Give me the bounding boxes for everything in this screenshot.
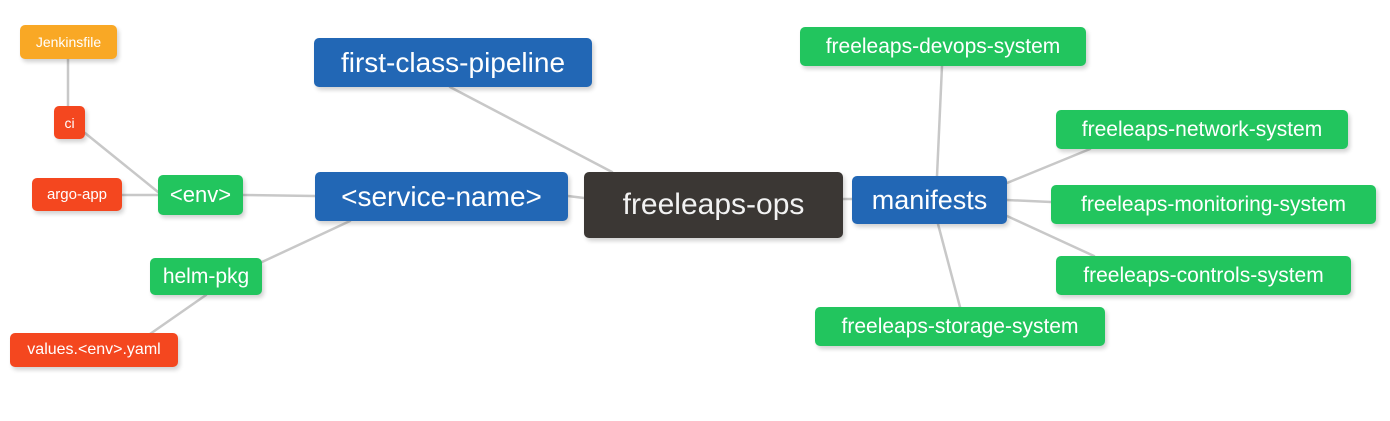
node-label-first-class-pipeline: first-class-pipeline (340, 46, 566, 78)
node-label-freeleaps-devops-system: freeleaps-devops-system (825, 35, 1061, 58)
node-label-freeleaps-monitoring-system: freeleaps-monitoring-system (1081, 193, 1346, 216)
edge-manifests-to-freeleaps-devops-system (935, 64, 944, 178)
node-label-manifests: manifests (871, 184, 988, 215)
node-label-jenkinsfile: Jenkinsfile (35, 34, 102, 50)
node-argo-app[interactable]: argo-app (32, 178, 122, 211)
node-freeleaps-monitoring-system[interactable]: freeleaps-monitoring-system (1051, 185, 1376, 224)
node-label-freeleaps-network-system: freeleaps-network-system (1081, 118, 1323, 141)
edge-helm-pkg-to-service-name (260, 219, 352, 264)
node-freeleaps-network-system[interactable]: freeleaps-network-system (1056, 110, 1348, 149)
edge-values-yaml-to-helm-pkg (148, 293, 208, 336)
node-jenkinsfile[interactable]: Jenkinsfile (20, 25, 117, 59)
node-first-class-pipeline[interactable]: first-class-pipeline (314, 38, 592, 87)
edge-service-name-to-freeleaps-ops (566, 194, 586, 200)
edge-manifests-to-freeleaps-network-system (1005, 147, 1092, 185)
node-manifests[interactable]: manifests (852, 176, 1007, 224)
node-label-argo-app: argo-app (46, 186, 108, 203)
node-values-yaml[interactable]: values.<env>.yaml (10, 333, 178, 367)
node-label-values-yaml: values.<env>.yaml (27, 341, 161, 358)
node-helm-pkg[interactable]: helm-pkg (150, 258, 262, 295)
node-env[interactable]: <env> (158, 175, 243, 215)
node-label-helm-pkg: helm-pkg (162, 265, 250, 288)
node-label-freeleaps-ops: freeleaps-ops (622, 188, 805, 221)
node-service-name[interactable]: <service-name> (315, 172, 568, 221)
edge-manifests-to-freeleaps-monitoring-system (1005, 198, 1053, 204)
node-freeleaps-devops-system[interactable]: freeleaps-devops-system (800, 27, 1086, 66)
edge-manifests-to-freeleaps-storage-system (936, 222, 962, 309)
node-label-ci: ci (64, 114, 75, 131)
edge-first-class-pipeline-to-freeleaps-ops (448, 85, 614, 174)
node-ci[interactable]: ci (54, 106, 85, 139)
node-label-freeleaps-storage-system: freeleaps-storage-system (841, 315, 1079, 338)
node-freeleaps-storage-system[interactable]: freeleaps-storage-system (815, 307, 1105, 346)
node-freeleaps-controls-system[interactable]: freeleaps-controls-system (1056, 256, 1351, 295)
node-label-service-name: <service-name> (341, 180, 542, 212)
node-label-freeleaps-controls-system: freeleaps-controls-system (1083, 264, 1324, 287)
node-label-env: <env> (169, 182, 232, 207)
edge-env-to-service-name (241, 193, 317, 198)
node-freeleaps-ops[interactable]: freeleaps-ops (584, 172, 843, 238)
